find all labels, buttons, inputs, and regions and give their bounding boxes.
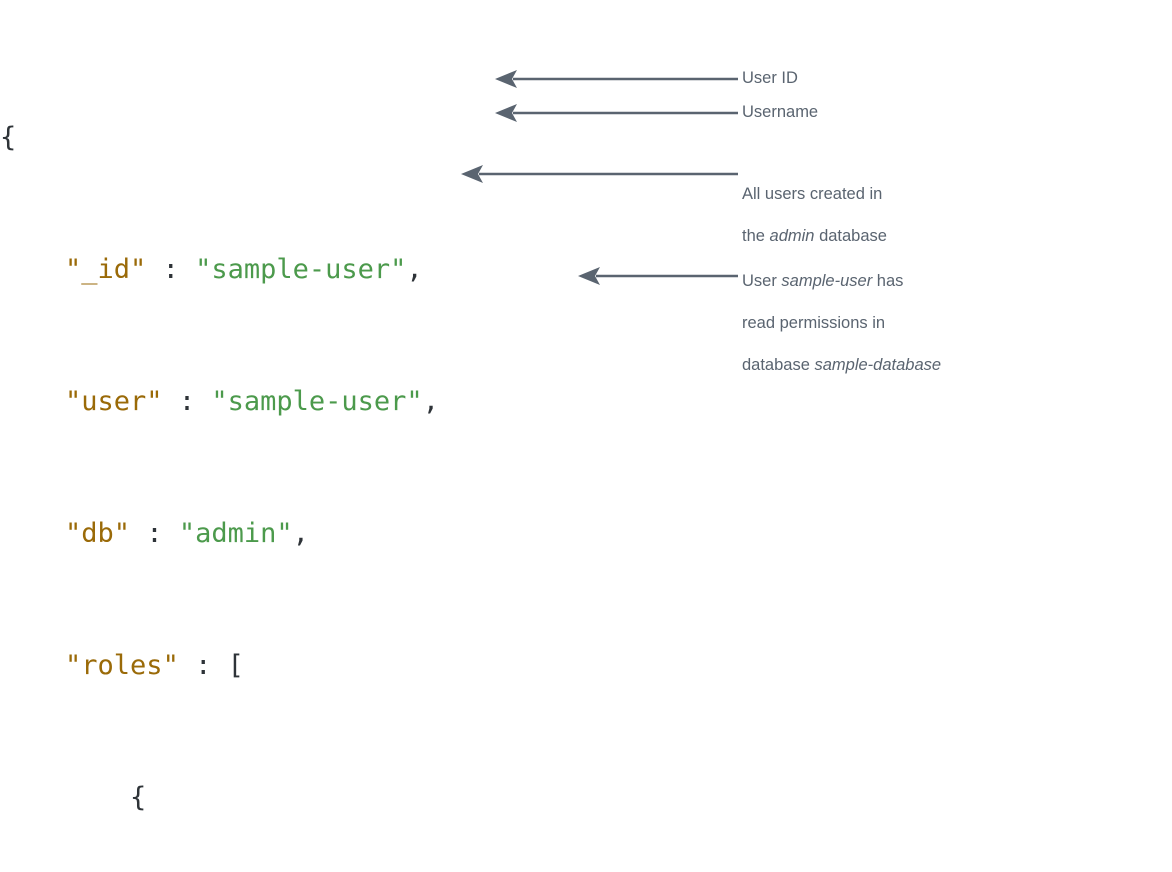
annotation-line: database sample-database [742,355,941,376]
code-line: "db" : "admin", [0,517,700,550]
callout-arrow-admin-database [461,165,738,183]
code-separator: : [178,650,228,681]
code-key: "user" [65,386,163,417]
code-key: "roles" [65,650,179,681]
annotation-emphasis: sample-database [814,356,942,374]
code-key: "db" [65,518,131,549]
callout-arrow-read-permissions [578,267,738,285]
code-punctuation: [ [227,650,244,681]
annotation-text: has [872,272,904,290]
code-line: "roles" : [ [0,649,700,682]
callout-arrow-username [495,104,738,122]
annotation-line: All users created in [742,185,883,203]
code-line: { [0,781,700,814]
json-code-block: { "_id" : "sample-user", "user" : "sampl… [0,22,700,872]
code-punctuation: , [406,254,423,285]
annotation-text: database [742,356,815,374]
annotation-text: database [814,227,887,245]
code-line: { [0,121,700,154]
annotation-line: the admin database [742,226,887,247]
code-punctuation: , [292,518,309,549]
annotation-read-permissions: User sample-user has read permissions in… [742,250,941,397]
annotation-line: User sample-user has [742,271,941,292]
annotation-admin-database: All users created in the admin database [742,163,887,268]
annotation-line: read permissions in [742,314,886,332]
code-separator: : [130,518,179,549]
code-value: "sample-user" [195,254,407,285]
code-punctuation: , [422,386,439,417]
callout-arrow-user-id [495,70,738,88]
code-separator: : [146,254,196,285]
code-line: "_id" : "sample-user", [0,253,700,286]
code-key: "_id" [65,254,147,285]
annotation-username: Username [742,103,819,121]
annotation-text: User [742,272,782,290]
code-value: "admin" [178,518,293,549]
annotation-emphasis: sample-user [781,272,873,290]
code-separator: : [162,386,212,417]
code-punctuation: { [130,782,147,813]
annotation-text: the [742,227,770,245]
annotation-user-id: User ID [742,69,798,87]
code-value: "sample-user" [211,386,423,417]
code-line: "user" : "sample-user", [0,385,700,418]
annotation-emphasis: admin [769,227,815,245]
code-punctuation: { [0,122,17,153]
